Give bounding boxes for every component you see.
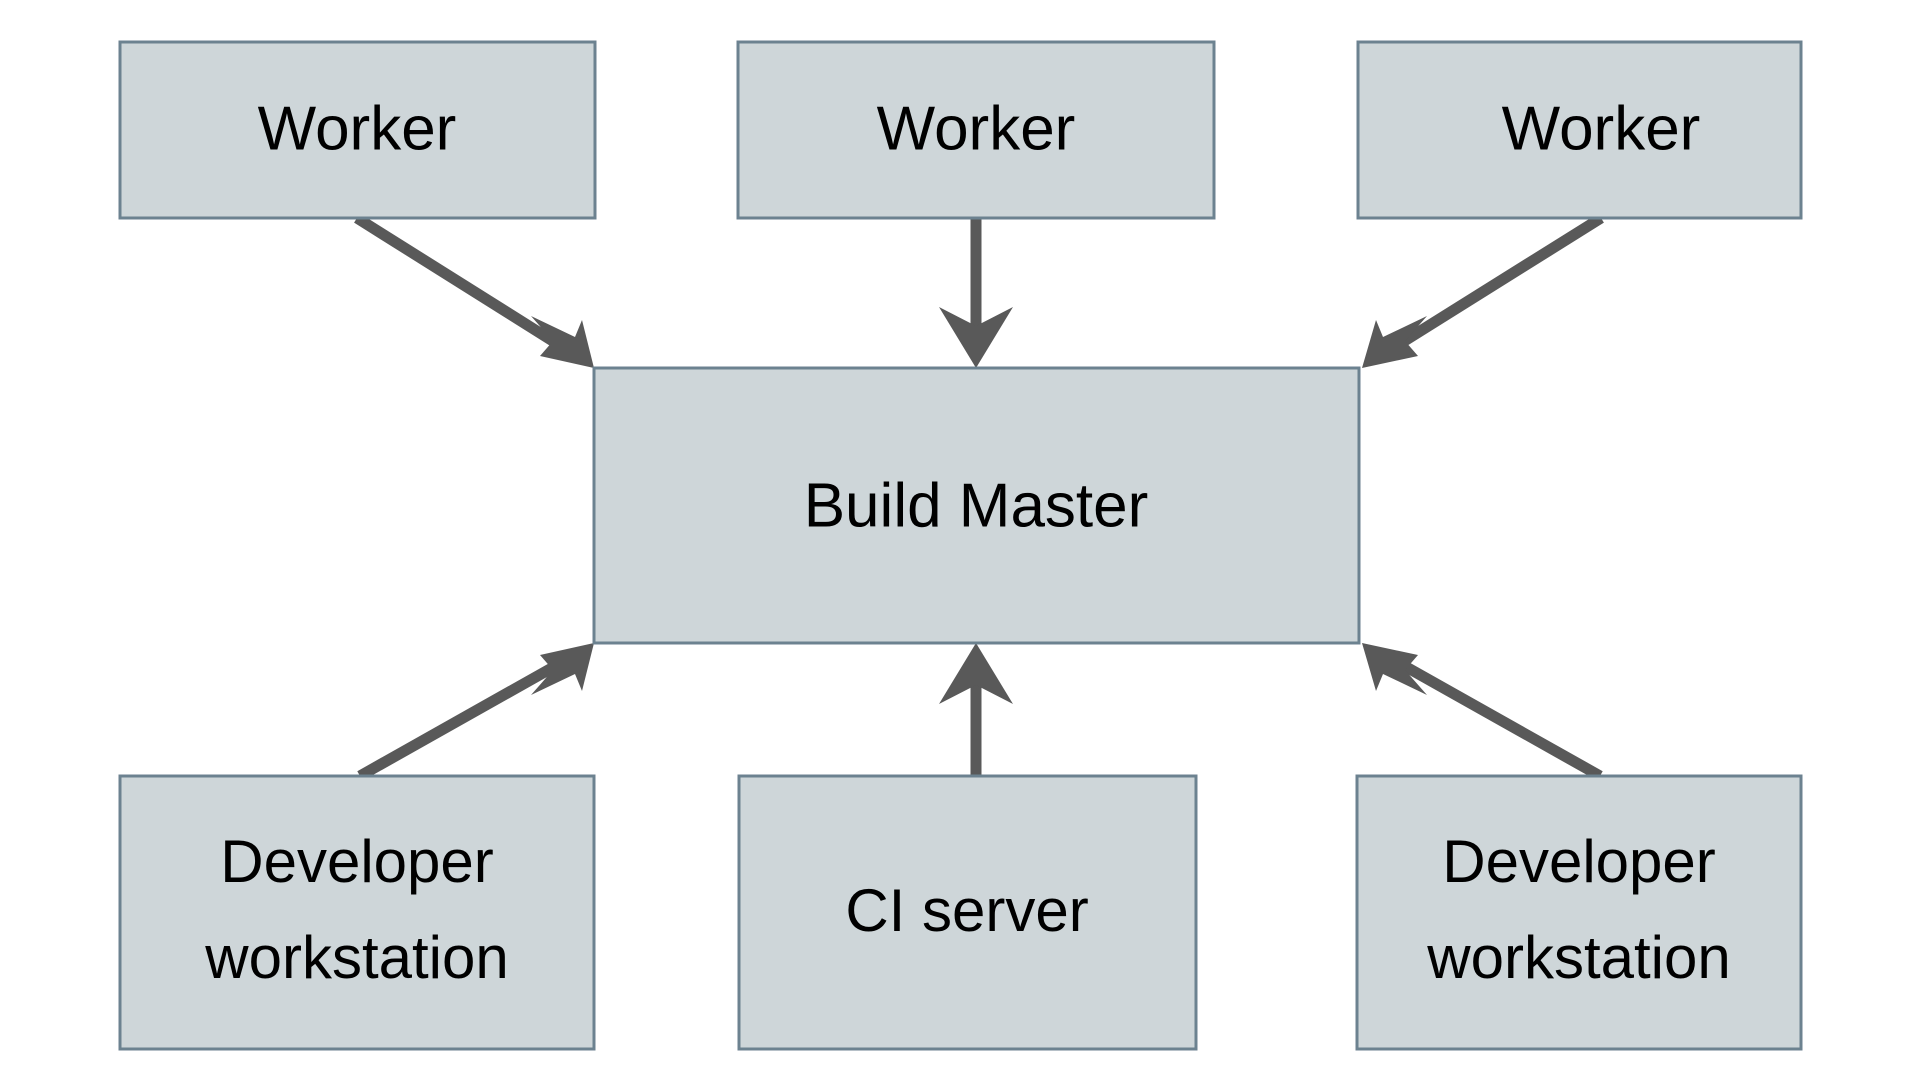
node-dev-ws-right-label-line2: workstation <box>1426 924 1730 991</box>
node-box[interactable] <box>737 774 1198 1051</box>
node-box[interactable] <box>592 366 1361 645</box>
node-box[interactable] <box>118 774 596 1051</box>
node-ci-server[interactable]: CI server <box>737 774 1198 1051</box>
node-box[interactable] <box>736 40 1216 220</box>
arrow-head-icon <box>1362 316 1427 368</box>
node-dev-ws-right[interactable]: Developer workstation <box>1355 774 1803 1051</box>
edge-dev-ws-left-to-master <box>357 643 594 781</box>
node-worker-center[interactable]: Worker <box>736 40 1216 220</box>
edge-dev-ws-right-to-master <box>1362 643 1603 781</box>
node-box[interactable] <box>1356 40 1803 220</box>
node-ci-server-label: CI server <box>845 877 1088 944</box>
edge-line <box>1387 213 1604 355</box>
edge-line <box>1389 654 1603 781</box>
edge-worker-left-to-master <box>354 213 594 368</box>
arrow-head-icon <box>1362 643 1427 695</box>
node-dev-ws-right-label-line1: Developer <box>1442 828 1716 895</box>
node-worker-left[interactable]: Worker <box>118 40 597 220</box>
node-dev-ws-left[interactable]: Developer workstation <box>118 774 596 1051</box>
arrow-head-icon <box>939 307 1013 368</box>
node-worker-center-label: Worker <box>877 94 1076 163</box>
arrow-head-icon <box>939 643 1013 704</box>
node-box[interactable] <box>118 40 597 220</box>
node-dev-ws-left-label-line2: workstation <box>204 924 508 991</box>
node-box[interactable] <box>1355 774 1803 1051</box>
edge-line <box>354 213 570 355</box>
arrow-head-icon <box>531 316 594 368</box>
node-worker-right[interactable]: Worker <box>1356 40 1803 220</box>
node-worker-right-label: Worker <box>1502 94 1701 163</box>
node-build-master-label: Build Master <box>804 471 1149 540</box>
node-worker-left-label: Worker <box>258 94 457 163</box>
edge-worker-right-to-master <box>1362 213 1604 368</box>
edge-ci-server-to-master <box>939 643 1013 776</box>
arrow-head-icon <box>531 643 594 695</box>
edge-line <box>357 655 569 781</box>
node-dev-ws-left-label-line1: Developer <box>220 828 494 895</box>
node-build-master[interactable]: Build Master <box>592 366 1361 645</box>
edge-worker-center-to-master <box>939 218 1013 368</box>
